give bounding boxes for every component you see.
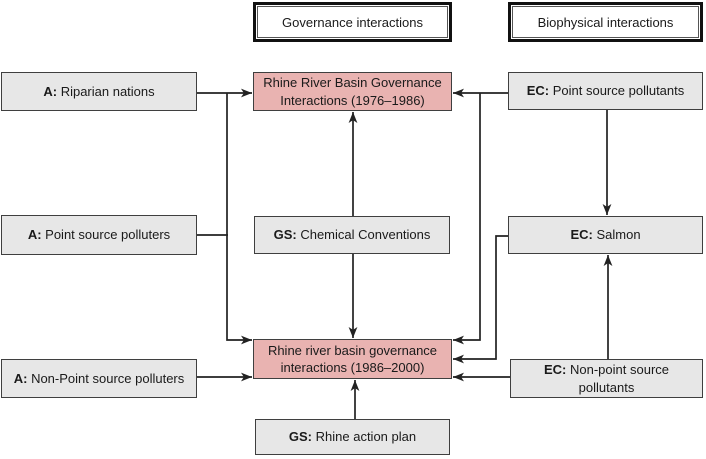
node-chemical-conventions: GS: Chemical Conventions (254, 216, 450, 254)
edge-actors-trunk-to-gov1986 (226, 93, 252, 345)
node-label: EC: Non-point source pollutants (543, 362, 669, 395)
node-label: GS: Chemical Conventions (273, 227, 431, 243)
node-label: A: Non-Point source polluters (13, 370, 185, 386)
node-ec-salmon: EC: Salmon (508, 216, 703, 254)
node-rhine-action-plan: GS: Rhine action plan (255, 419, 450, 455)
header-label: Governance interactions (282, 14, 423, 30)
node-label: Rhine river basin governance interaction… (267, 342, 438, 375)
header-governance-interactions: Governance interactions (253, 2, 452, 42)
node-label: EC: Salmon (570, 227, 641, 243)
node-point-source-polluters: A: Point source polluters (1, 215, 197, 255)
header-biophysical-interactions: Biophysical interactions (508, 2, 703, 42)
node-nonpoint-source-polluters: A: Non-Point source polluters (1, 359, 197, 398)
node-label: Rhine River Basin Governance Interaction… (263, 75, 442, 108)
node-label: GS: Rhine action plan (288, 429, 417, 445)
edge-salmon-to-gov1986 (453, 235, 508, 364)
header-label: Biophysical interactions (537, 14, 674, 30)
node-label: A: Point source polluters (27, 227, 171, 243)
node-ec-nonpoint-source-pollutants: EC: Non-point source pollutants (510, 359, 703, 398)
node-governance-1976-1986: Rhine River Basin Governance Interaction… (253, 72, 452, 111)
node-governance-1986-2000: Rhine river basin governance interaction… (253, 339, 452, 379)
edge-ecpoint-branch-to-gov1986 (453, 93, 481, 345)
node-label: A: Riparian nations (43, 83, 155, 99)
node-ec-point-source-pollutants: EC: Point source pollutants (508, 72, 703, 110)
node-riparian-nations: A: Riparian nations (1, 72, 197, 111)
node-label: EC: Point source pollutants (526, 83, 685, 99)
